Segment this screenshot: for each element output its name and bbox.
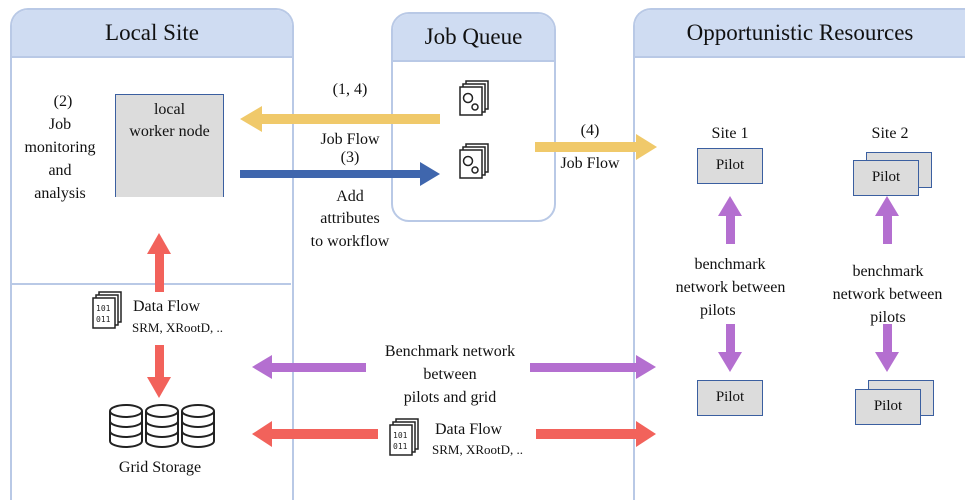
site1-bench-label-2: network between [675,279,786,296]
local-site-title: Local Site [12,10,292,58]
grid-data-flow-sub: SRM, XRootD, .. [432,442,524,457]
job-document-icon [459,143,489,179]
job-document-icon [459,80,489,116]
job-flow-14-number: (1, 4) [332,81,368,98]
monitoring-label-4: analysis [34,185,86,202]
data-flow-grid-arrow [252,421,656,447]
monitoring-label-1: Job [48,116,72,133]
data-flow-arrow-down [147,345,171,398]
bench-grid-label-2: between [423,366,477,383]
site2-pilot-bottom: Pilot [855,389,921,425]
job-flow-arrow-right [535,134,657,160]
job-flow-4-number: (4) [580,122,600,139]
site1-bench-label-1: benchmark [694,256,766,273]
local-data-flow-sub: SRM, XRootD, .. [132,320,224,335]
worker-node-label-1: local [153,101,186,118]
svg-text:011: 011 [96,315,111,324]
site2-bench-label-3: pilots [870,309,906,326]
bench-grid-label-1: Benchmark network [384,343,516,360]
site2-bench-label-2: network between [832,286,943,303]
monitoring-label-3: and [48,162,72,179]
site1-pilot-bottom: Pilot [697,380,763,416]
monitoring-label-2: monitoring [24,139,96,156]
add-attr-label-3: to workflow [310,233,390,250]
local-worker-node: local worker node [115,94,224,197]
add-attr-label-1: Add [336,188,364,205]
site1-label: Site 1 [711,125,749,142]
database-icon [109,404,215,448]
job-flow-14-label: Job Flow [320,131,380,148]
site2-pilot-top: Pilot [853,160,919,196]
svg-text:101: 101 [393,431,408,440]
add-attr-label-2: attributes [320,210,380,227]
data-flow-arrow-up [147,233,171,292]
site2-label: Site 2 [871,125,909,142]
binary-data-icon: 101 011 [92,291,122,329]
grid-storage-label: Grid Storage [118,459,202,476]
local-data-flow-title: Data Flow [133,298,201,315]
job-flow-4-label: Job Flow [560,155,620,172]
site1-pilot-top: Pilot [697,148,763,184]
grid-data-flow-title: Data Flow [435,421,503,438]
add-attr-number: (3) [340,149,360,166]
svg-text:101: 101 [96,304,111,313]
diagram-arrows: 101 011 101 011 [92,80,899,456]
site1-benchmark-arrow [718,196,742,372]
step2-number: (2) [53,93,73,110]
job-flow-arrow-left [240,106,440,132]
worker-node-label-2: worker node [129,123,210,140]
svg-text:011: 011 [393,442,408,451]
opportunistic-resources-title: Opportunistic Resources [635,10,965,58]
add-attributes-arrow [240,162,440,186]
site2-bench-label-1: benchmark [852,263,924,280]
site2-benchmark-arrow [875,196,899,372]
bench-grid-label-3: pilots and grid [403,389,497,406]
job-queue-title: Job Queue [393,14,554,62]
binary-data-icon: 101 011 [389,418,419,456]
site1-bench-label-3: pilots [700,302,736,319]
local-site-divider [12,283,291,285]
benchmark-grid-arrow [252,355,656,379]
